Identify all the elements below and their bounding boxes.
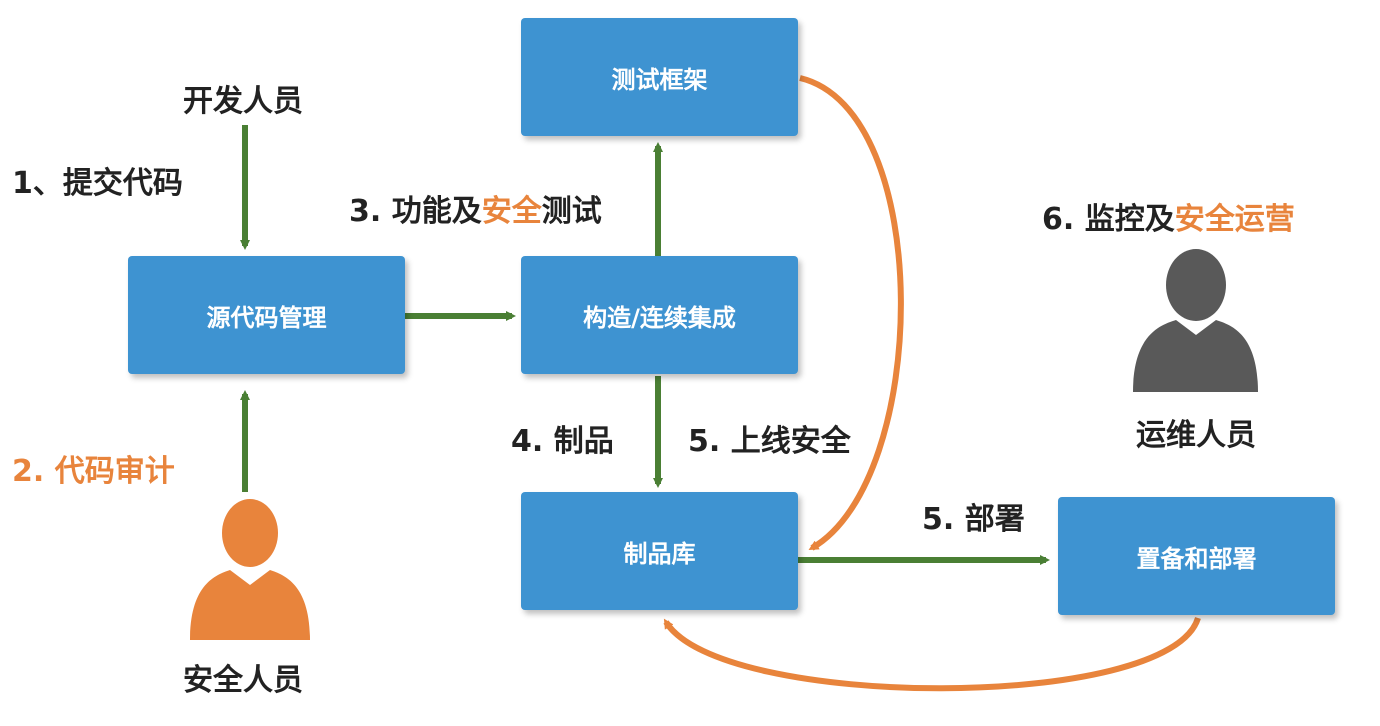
step-3-suffix: 测试	[541, 194, 602, 229]
source-management-box: 源代码管理	[128, 256, 405, 374]
source-management-label: 源代码管理	[206, 303, 327, 332]
ops-person-icon	[1133, 249, 1258, 392]
step-5-online-label: 5. 上线安全	[688, 424, 851, 459]
step-2-label: 2. 代码审计	[12, 454, 175, 489]
step-1-label: 1、提交代码	[12, 166, 183, 201]
build-ci-label: 构造/连续集成	[583, 303, 736, 332]
security-personnel-label: 安全人员	[183, 663, 303, 698]
step-6-prefix: 6. 监控及	[1042, 202, 1175, 237]
provision-deploy-label: 置备和部署	[1136, 544, 1257, 573]
step-6-highlight: 安全运营	[1174, 202, 1295, 237]
developer-label: 开发人员	[183, 84, 303, 119]
arrow-test-to-artifact	[799, 75, 904, 551]
step-5-deploy-label: 5. 部署	[922, 502, 1025, 537]
artifact-repo-box: 制品库	[521, 492, 798, 610]
step-3-label: 3. 功能及安全测试	[349, 186, 602, 230]
security-person-icon	[190, 499, 310, 640]
test-framework-box: 测试框架	[521, 18, 798, 136]
step-6-label: 6. 监控及安全运营	[1042, 194, 1295, 238]
step-4-label: 4. 制品	[511, 424, 614, 459]
artifact-repo-label: 制品库	[623, 539, 696, 568]
build-ci-box: 构造/连续集成	[521, 256, 798, 374]
step-3-prefix: 3. 功能及	[349, 194, 482, 229]
test-framework-label: 测试框架	[611, 65, 708, 94]
provision-deploy-box: 置备和部署	[1058, 497, 1335, 615]
step-3-highlight: 安全	[481, 194, 542, 229]
ops-personnel-label: 运维人员	[1136, 418, 1256, 453]
arrow-deploy-to-artifact	[663, 616, 1201, 692]
